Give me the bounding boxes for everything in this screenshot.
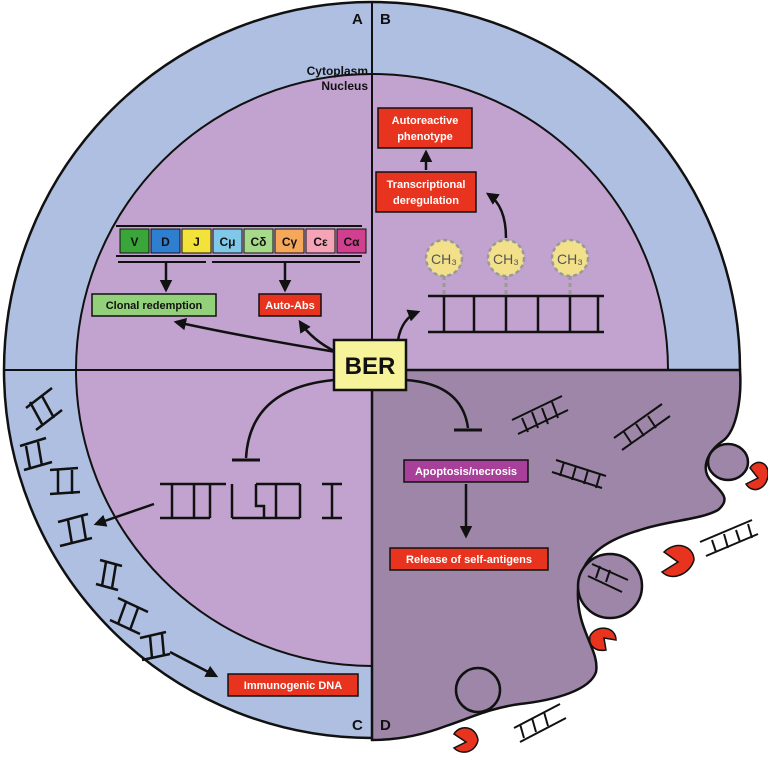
nucleus-label: Nucleus (321, 79, 368, 93)
immunogenic-dna-text: Immunogenic DNA (244, 680, 342, 692)
gene-segment-label: Cγ (282, 235, 298, 249)
ber-box (332, 338, 408, 392)
auto-abs-text: Auto-Abs (265, 300, 315, 312)
transcriptional-text-line2: deregulation (393, 195, 459, 207)
methyl-label: CH₃ (431, 251, 457, 267)
autoreactive-text-line1: Autoreactive (392, 115, 459, 127)
ber-label: BER (345, 353, 396, 380)
apoptosis-necrosis-text: Apoptosis/necrosis (415, 466, 517, 478)
gene-segment-label: Cα (343, 235, 360, 249)
auto-abs-box (258, 293, 322, 317)
autoreactive-text-line2: phenotype (397, 131, 453, 143)
gene-segment (336, 228, 367, 254)
apoptotic-body (454, 666, 502, 714)
quadrant-label-c: C (352, 717, 363, 734)
gene-segment-strip: V D J Cμ Cδ Cγ Cε Cα (116, 225, 367, 263)
gene-segment (212, 228, 243, 254)
gene-segment-label: J (193, 235, 200, 249)
gene-segment-label: V (130, 235, 138, 249)
release-self-antigens-box (389, 547, 549, 571)
transcriptional-deregulation-box (375, 171, 477, 213)
arrow-to-transcriptional (485, 192, 508, 239)
arrow-ber-to-methyl-dna (396, 309, 421, 341)
methyl-label: CH₃ (557, 251, 583, 267)
gene-segment-label: Cδ (251, 235, 267, 249)
gene-segment (119, 228, 150, 254)
ber-inhibit-apoptosis (405, 378, 470, 429)
arrow-dna-to-cytoplasm (93, 502, 155, 527)
gene-segment-label: Cμ (219, 235, 235, 249)
methyl-group: CH₃ (486, 238, 526, 278)
release-self-antigens-text: Release of self-antigens (406, 554, 532, 566)
transcriptional-text-line1: Transcriptional (387, 179, 466, 191)
autoreactive-phenotype-box (377, 107, 473, 149)
broken-dna (160, 482, 342, 520)
ber-inhibit-dna-break (244, 378, 335, 459)
gene-segment (305, 228, 336, 254)
methyl-group: CH₃ (424, 238, 464, 278)
methyl-label: CH₃ (493, 251, 519, 267)
immunogenic-dna-box (227, 673, 359, 697)
cytoplasmic-dna-fragments (19, 387, 171, 662)
gene-segment-label: Cε (313, 235, 328, 249)
clonal-redemption-text: Clonal redemption (106, 300, 203, 312)
fragmented-dna-pieces (511, 395, 759, 743)
clonal-redemption-box (91, 293, 217, 317)
gene-segment-label: D (161, 235, 170, 249)
methyl-group: CH₃ (550, 238, 590, 278)
apoptosis-necrosis-box (403, 459, 529, 483)
gene-segment (274, 228, 305, 254)
arrow-ber-to-autoabs (298, 319, 337, 354)
quadrant-label-d: D (380, 717, 391, 734)
arrow-to-immunogenic (169, 650, 219, 678)
quadrant-label-a: A (352, 11, 363, 28)
gene-segment (243, 228, 274, 254)
arrow-ber-to-clonal (173, 318, 337, 354)
self-antigen-fragments (452, 461, 768, 753)
methylated-dna (428, 276, 604, 334)
apoptotic-body (706, 442, 750, 482)
gene-segment (181, 228, 212, 254)
gene-segment (150, 228, 181, 254)
quadrant-label-b: B (380, 11, 391, 28)
cytoplasm-label: Cytoplasm (307, 64, 368, 78)
